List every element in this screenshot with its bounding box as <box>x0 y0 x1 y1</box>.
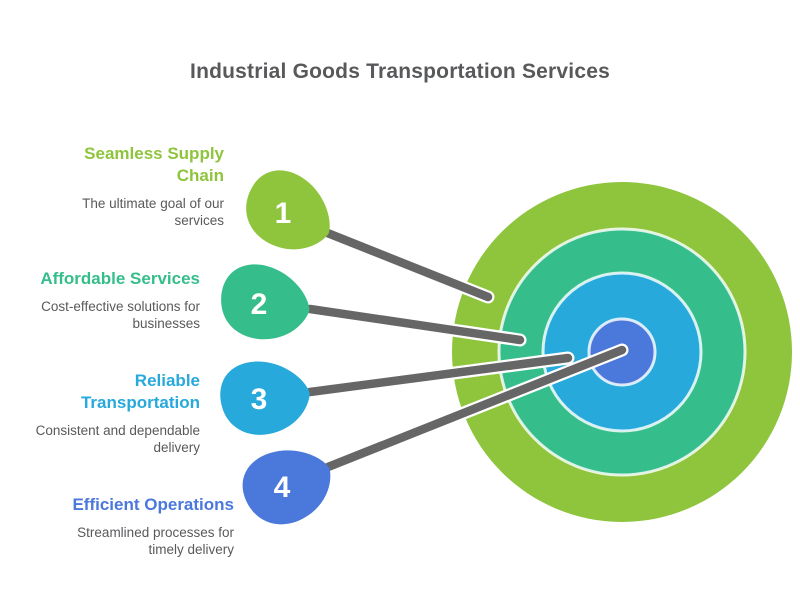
item-description: Cost-effective solutions for businesses <box>41 299 200 331</box>
marker-number-2: 2 <box>251 288 268 321</box>
connector-lines <box>303 225 629 474</box>
list-item-efficient-operations: Efficient Operations Streamlined process… <box>54 494 234 558</box>
number-markers: 1 2 3 4 <box>220 170 331 525</box>
connector-line-2 <box>305 304 525 345</box>
marker-teardrop-4 <box>242 450 331 525</box>
marker-teardrop-1 <box>246 170 330 250</box>
item-heading: Reliable Transportation <box>80 371 200 412</box>
marker-number-4: 4 <box>274 471 291 504</box>
item-heading: Seamless Supply Chain <box>84 144 224 185</box>
item-description: Consistent and dependable delivery <box>35 423 200 455</box>
marker-teardrop-3 <box>220 361 310 435</box>
item-heading: Efficient Operations <box>72 495 234 514</box>
list-item-seamless-supply-chain: Seamless Supply Chain The ultimate goal … <box>44 143 224 229</box>
connector-line-3 <box>305 353 573 397</box>
connector-line-1 <box>320 227 493 302</box>
list-item-reliable-transportation: Reliable Transportation Consistent and d… <box>20 370 200 456</box>
marker-teardrop-2 <box>221 264 310 340</box>
list-item-affordable-services: Affordable Services Cost-effective solut… <box>20 268 200 332</box>
page-title: Industrial Goods Transportation Services <box>190 60 610 83</box>
marker-number-1: 1 <box>275 197 292 230</box>
marker-number-3: 3 <box>251 383 268 416</box>
item-heading: Affordable Services <box>40 269 200 288</box>
item-description: The ultimate goal of our services <box>82 196 224 228</box>
item-description: Streamlined processes for timely deliver… <box>77 525 234 557</box>
connector-line-4 <box>323 345 627 472</box>
